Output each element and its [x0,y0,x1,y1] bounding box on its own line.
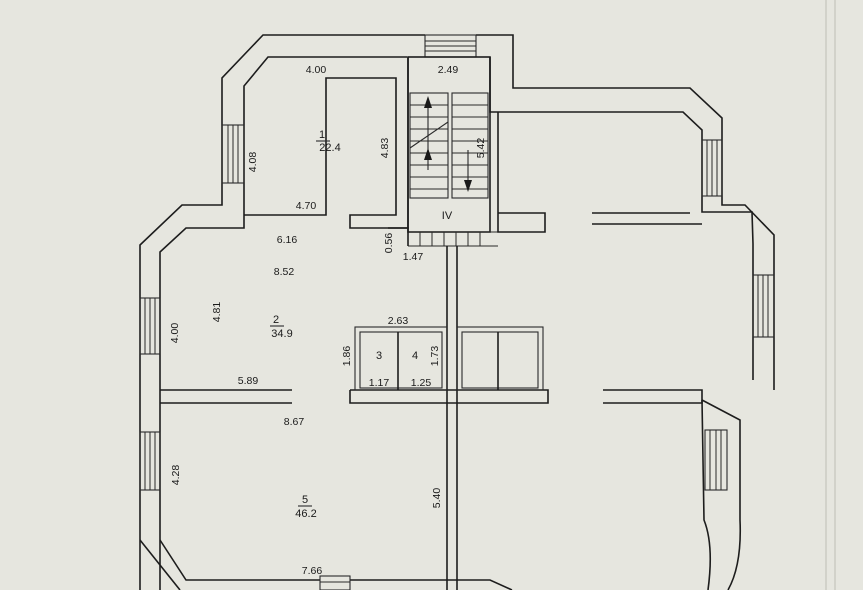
dim-label: 4.70 [296,200,317,212]
room-2-number: 2 [273,314,279,326]
dim-label: 4.00 [306,64,327,76]
window-top [424,34,477,58]
room-1-number: 1 [319,129,325,141]
window-room-1 [221,124,245,184]
dim-label: 1.86 [341,346,353,367]
window-right-upper [701,139,723,197]
stair-arrow-icon [464,180,472,192]
dim-label: 1.73 [429,346,441,367]
stair-break-line [409,121,449,149]
window-room-2 [139,297,161,355]
room-4-number: 4 [412,350,418,362]
dim-label: 4.00 [169,323,181,344]
stair-arrow-icon [424,96,432,108]
utility-rooms [354,326,544,391]
dimensions: 4.00 2.49 4.08 4.83 5.42 4.70 6.16 0.56 … [169,64,487,577]
room-5-number: 5 [302,494,308,506]
staircase [407,56,498,247]
dim-label: 5.40 [431,488,443,509]
dim-label: 4.81 [211,302,223,323]
dim-label: 4.83 [379,138,391,159]
dim-label: 2.49 [438,64,459,76]
dim-label: 5.42 [475,138,487,159]
window-bottom [319,575,351,590]
window-right-middle [752,274,775,338]
dim-label: 1.17 [369,377,390,389]
room-2-area: 34.9 [271,328,292,340]
dim-label: 8.52 [274,266,295,278]
dim-label: 8.67 [284,416,305,428]
window-room-5 [139,431,161,491]
dim-label: 5.89 [238,375,259,387]
dim-label: 4.08 [247,152,259,173]
dim-label: 4.28 [170,465,182,486]
room-5-area: 46.2 [295,508,316,520]
dim-label: 1.47 [403,251,424,263]
dim-label: 1.25 [411,377,432,389]
stair-arrow-icon [424,148,432,160]
dim-label: 0.56 [383,233,395,254]
room-1-area: 22.4 [319,142,340,154]
dim-label: 2.63 [388,315,409,327]
window-right-lower [704,429,728,491]
staircase-label: IV [442,210,453,222]
dim-label: 7.66 [302,565,323,577]
dim-label: 6.16 [277,234,298,246]
room-3-number: 3 [376,350,382,362]
